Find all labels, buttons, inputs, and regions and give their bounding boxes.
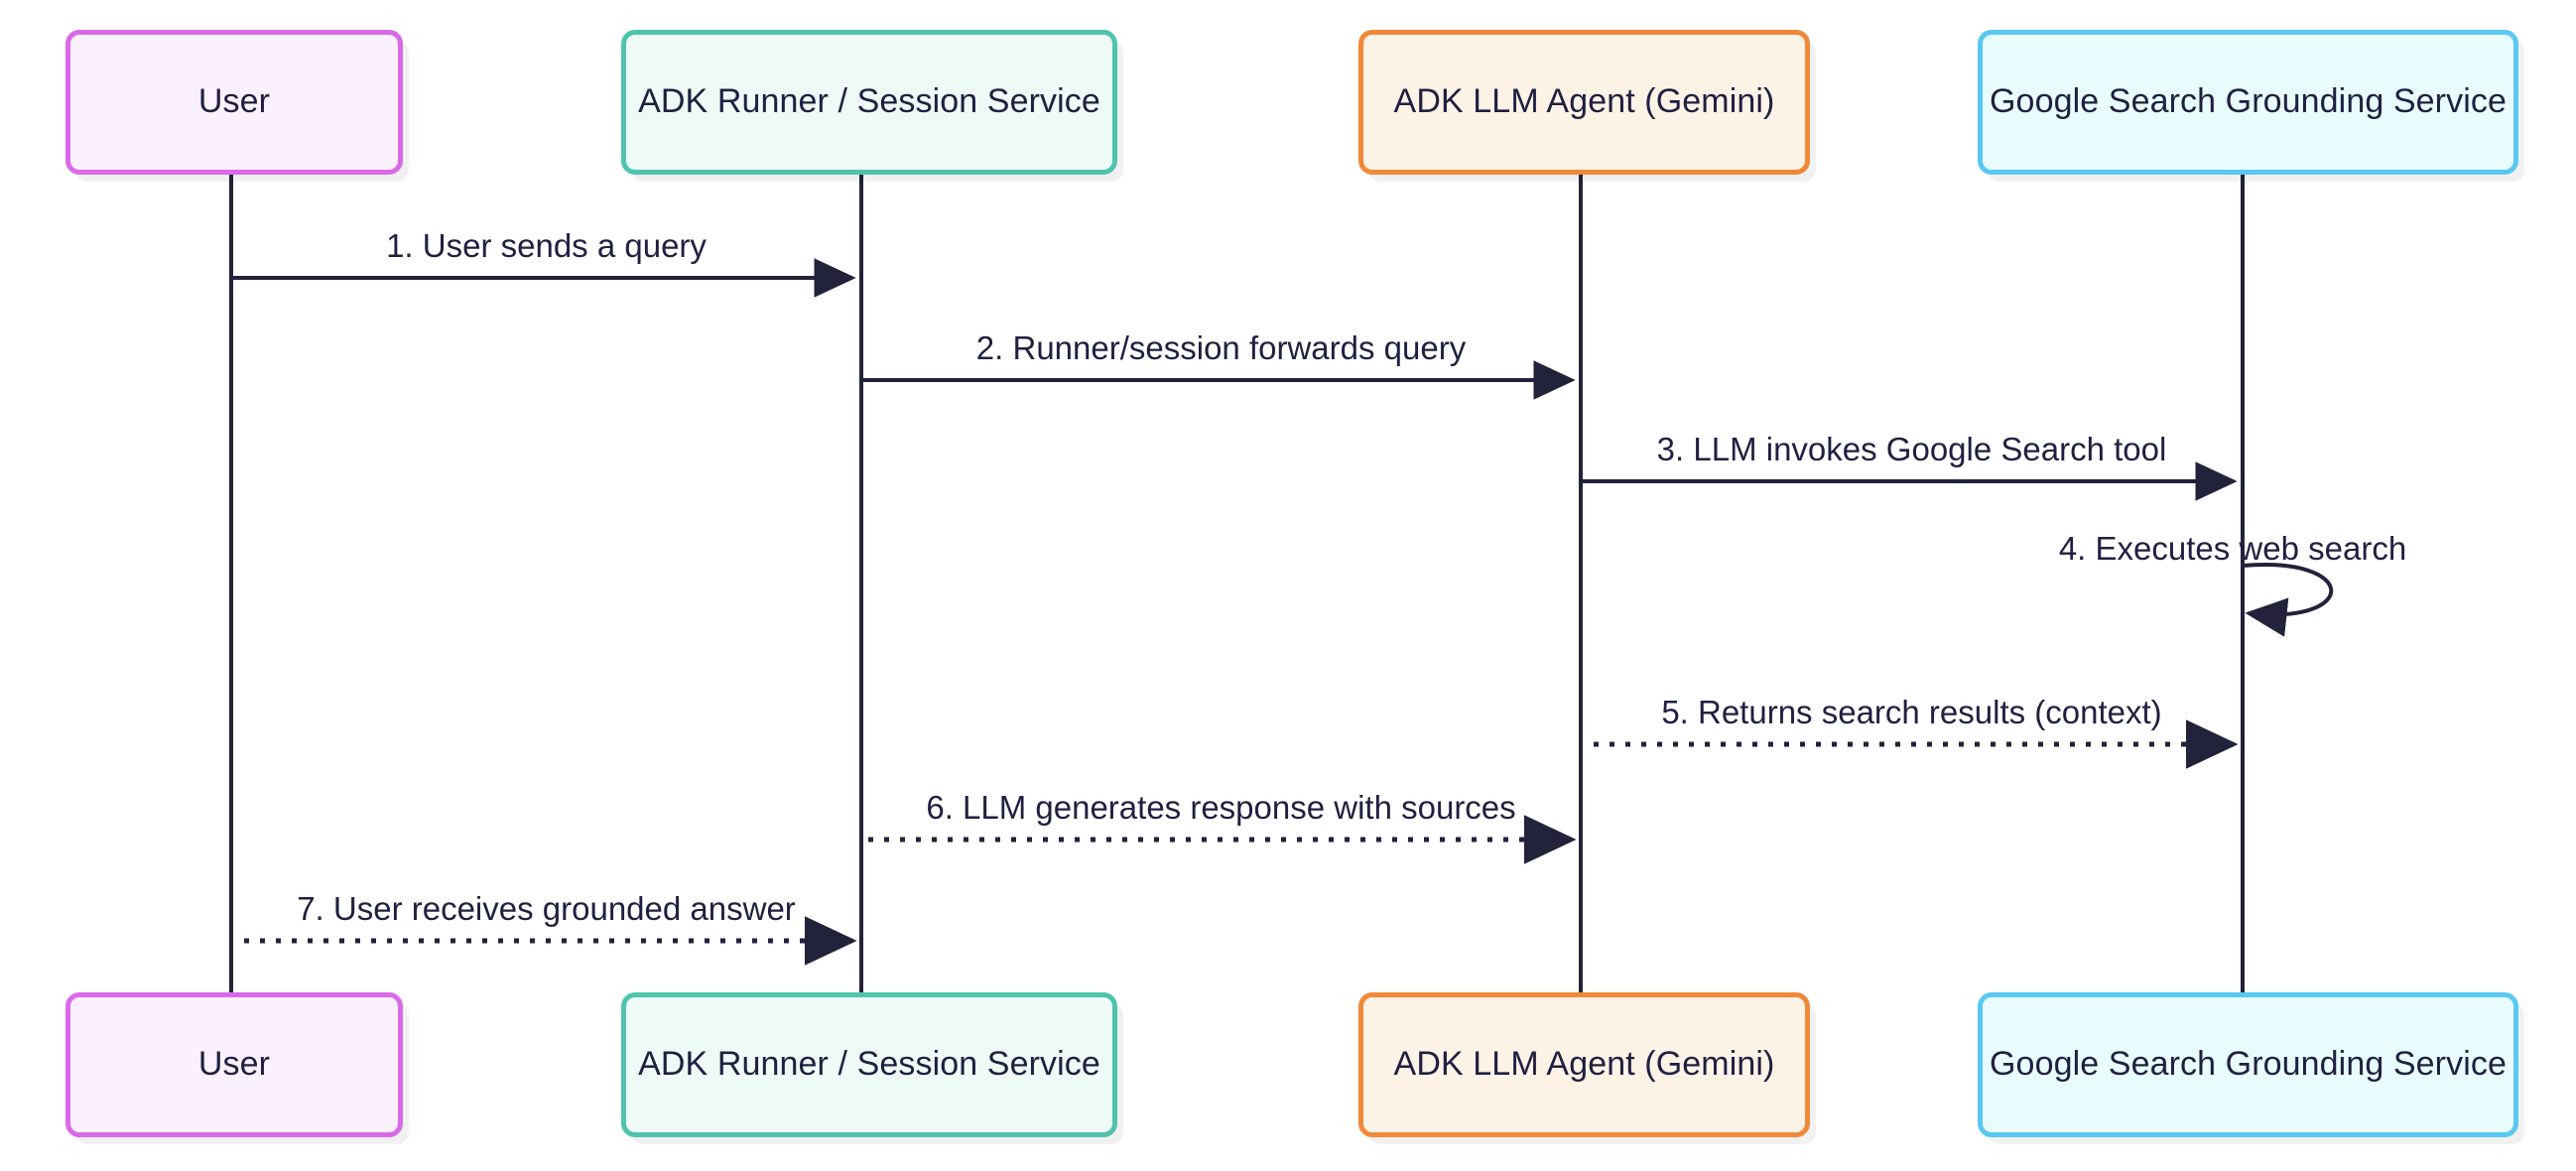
participant-label-agent-top: ADK LLM Agent (Gemini): [1393, 82, 1775, 121]
participant-label-agent-bottom: ADK LLM Agent (Gemini): [1393, 1045, 1775, 1084]
message-arrow-4: [2242, 563, 2334, 637]
participant-box-user-top[interactable]: User: [65, 30, 403, 175]
message-label-6: 6. LLM generates response with sources: [926, 789, 1516, 826]
message-label-5: 5. Returns search results (context): [1661, 694, 2162, 730]
participant-box-runner-top[interactable]: ADK Runner / Session Service: [621, 30, 1117, 175]
message-label-4: 4. Executes web search: [2058, 530, 2407, 567]
participant-label-search-top: Google Search Grounding Service: [1990, 82, 2507, 121]
participant-box-search-top[interactable]: Google Search Grounding Service: [1978, 30, 2518, 175]
message-label-3: 3. LLM invokes Google Search tool: [1656, 431, 2167, 467]
participant-label-user-bottom: User: [197, 1045, 271, 1084]
participant-label-runner-bottom: ADK Runner / Session Service: [638, 1045, 1100, 1084]
participant-box-search-bottom[interactable]: Google Search Grounding Service: [1978, 992, 2518, 1137]
participant-label-runner-top: ADK Runner / Session Service: [638, 82, 1100, 121]
message-label-7: 7. User receives grounded answer: [297, 890, 796, 927]
participant-box-user-bottom[interactable]: User: [65, 992, 403, 1137]
participant-label-search-bottom: Google Search Grounding Service: [1990, 1045, 2507, 1084]
participant-box-runner-bottom[interactable]: ADK Runner / Session Service: [621, 992, 1117, 1137]
participant-box-agent-top[interactable]: ADK LLM Agent (Gemini): [1358, 30, 1810, 175]
message-label-1: 1. User sends a query: [386, 227, 707, 264]
participant-box-agent-bottom[interactable]: ADK LLM Agent (Gemini): [1358, 992, 1810, 1137]
participant-label-user-top: User: [197, 82, 271, 121]
message-label-2: 2. Runner/session forwards query: [975, 329, 1467, 366]
